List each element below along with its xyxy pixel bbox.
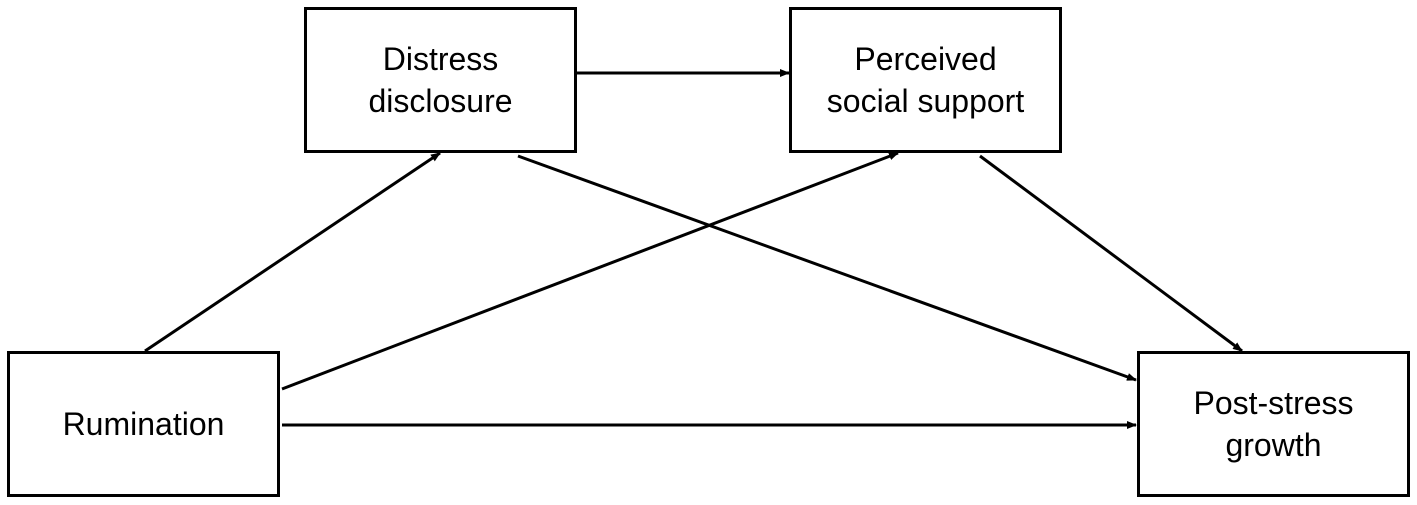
- node-label-line-1: Distress: [382, 41, 499, 77]
- node-distress-disclosure: Distress disclosure: [304, 7, 577, 153]
- node-label: Post-stress growth: [1193, 382, 1353, 466]
- node-label: Perceived social support: [827, 38, 1024, 122]
- node-post-stress-growth: Post-stress growth: [1137, 351, 1410, 497]
- node-label: Distress disclosure: [368, 38, 512, 122]
- node-label-line-2: disclosure: [368, 83, 513, 119]
- node-perceived-social-support: Perceived social support: [789, 7, 1062, 153]
- node-label-line-1: Post-stress: [1193, 385, 1354, 421]
- arrow-rumination-to-distress-disclosure: [144, 151, 441, 353]
- node-rumination: Rumination: [7, 351, 280, 497]
- node-label: Rumination: [63, 403, 225, 445]
- arrow-rumination-to-perceived-social-support: [281, 151, 899, 391]
- node-label-line-1: Rumination: [62, 406, 225, 442]
- arrow-distress-disclosure-to-post-stress-growth: [517, 154, 1137, 382]
- arrow-perceived-social-support-to-post-stress-growth: [979, 154, 1243, 353]
- node-label-line-2: social support: [826, 83, 1025, 119]
- node-label-line-1: Perceived: [854, 41, 997, 77]
- node-label-line-2: growth: [1225, 427, 1322, 463]
